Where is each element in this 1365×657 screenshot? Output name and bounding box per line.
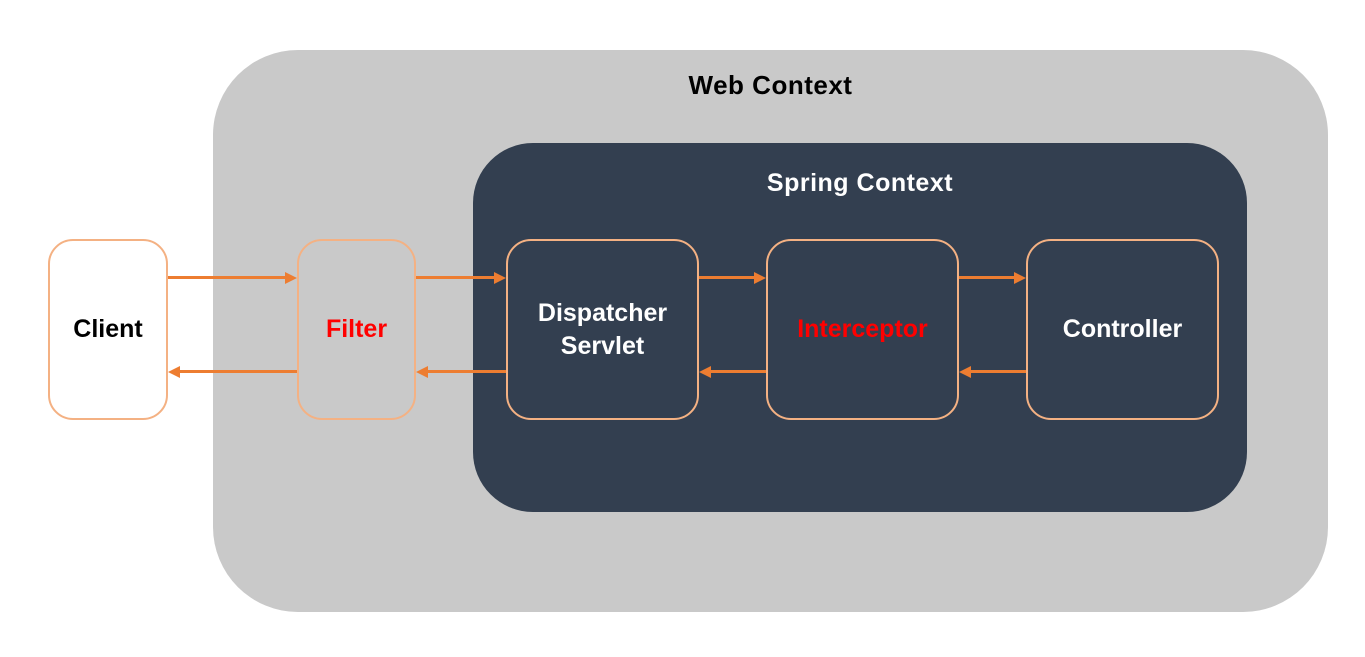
arrow-request-dispatcher-servlet-to-interceptor — [699, 271, 766, 284]
arrow-response-controller-to-interceptor — [959, 365, 1026, 378]
web-context-container: Web Context Spring Context — [213, 50, 1328, 612]
arrow-response-dispatcher-servlet-to-filter — [416, 365, 506, 378]
node-interceptor: Interceptor — [766, 239, 959, 420]
node-client: Client — [48, 239, 168, 420]
arrow-request-filter-to-dispatcher-servlet — [416, 271, 506, 284]
node-dispatcher-servlet: Dispatcher Servlet — [506, 239, 699, 420]
node-controller: Controller — [1026, 239, 1219, 420]
arrow-response-interceptor-to-dispatcher-servlet — [699, 365, 766, 378]
arrow-request-interceptor-to-controller — [959, 271, 1026, 284]
spring-context-title: Spring Context — [766, 169, 954, 197]
spring-context-container: Spring Context — [473, 143, 1247, 512]
arrow-request-client-to-filter — [168, 271, 297, 284]
arrow-response-filter-to-client — [168, 365, 297, 378]
node-filter: Filter — [297, 239, 416, 420]
web-context-title: Web Context — [688, 70, 853, 100]
